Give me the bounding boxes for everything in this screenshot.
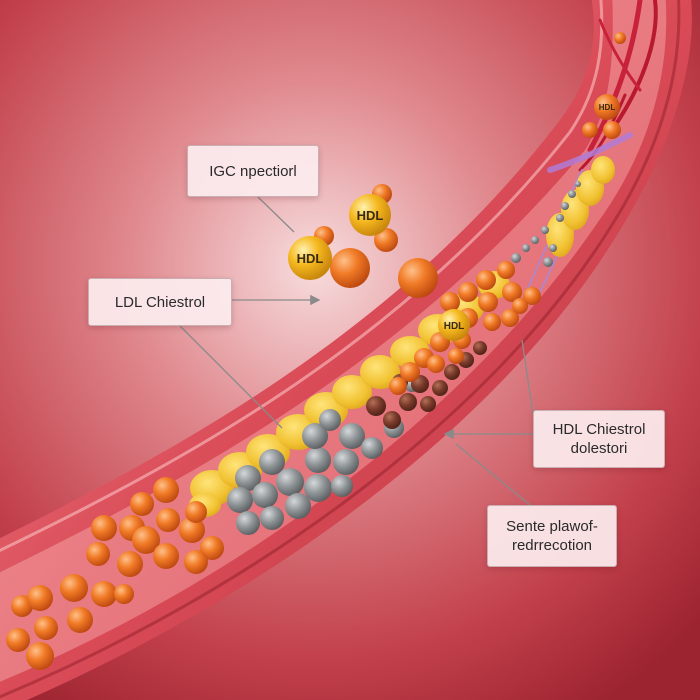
callout-hdl-cholesterol: HDL Chiestrol dolestori [533, 410, 665, 468]
small-gray-particles [511, 181, 581, 267]
callout-ldl-text: LDL Chiestrol [114, 293, 206, 311]
hdl-particle-label: HDL [444, 321, 465, 332]
hdl-particle-label: HDL [297, 251, 324, 266]
hdl-particle-label: HDL [599, 103, 616, 112]
ldl-particles [6, 477, 224, 670]
callout-ldl-cholesterol: LDL Chiestrol [88, 278, 232, 326]
hdl-particle-large-1: HDL [349, 194, 391, 236]
gray-particle-cluster [227, 376, 420, 535]
hdl-particle-in-vessel: HDL [438, 309, 470, 341]
ldl-particles-upper [389, 32, 626, 395]
callout-hdl-text: HDL Chiestrol dolestori [552, 421, 646, 457]
callout-igc-text: IGC npectiorl [209, 162, 297, 180]
callout-leader-lines [179, 196, 534, 506]
callout-igc-injection: IGC npectiorl [187, 145, 319, 197]
callout-sente: Sente plawof- redrrecotion [487, 505, 617, 567]
hdl-particle-label: HDL [357, 208, 384, 223]
callout-sente-text: Sente plawof- redrrecotion [506, 518, 598, 554]
hdl-particle-large-2: HDL [288, 236, 332, 280]
hdl-particle-small: HDL [594, 94, 620, 120]
